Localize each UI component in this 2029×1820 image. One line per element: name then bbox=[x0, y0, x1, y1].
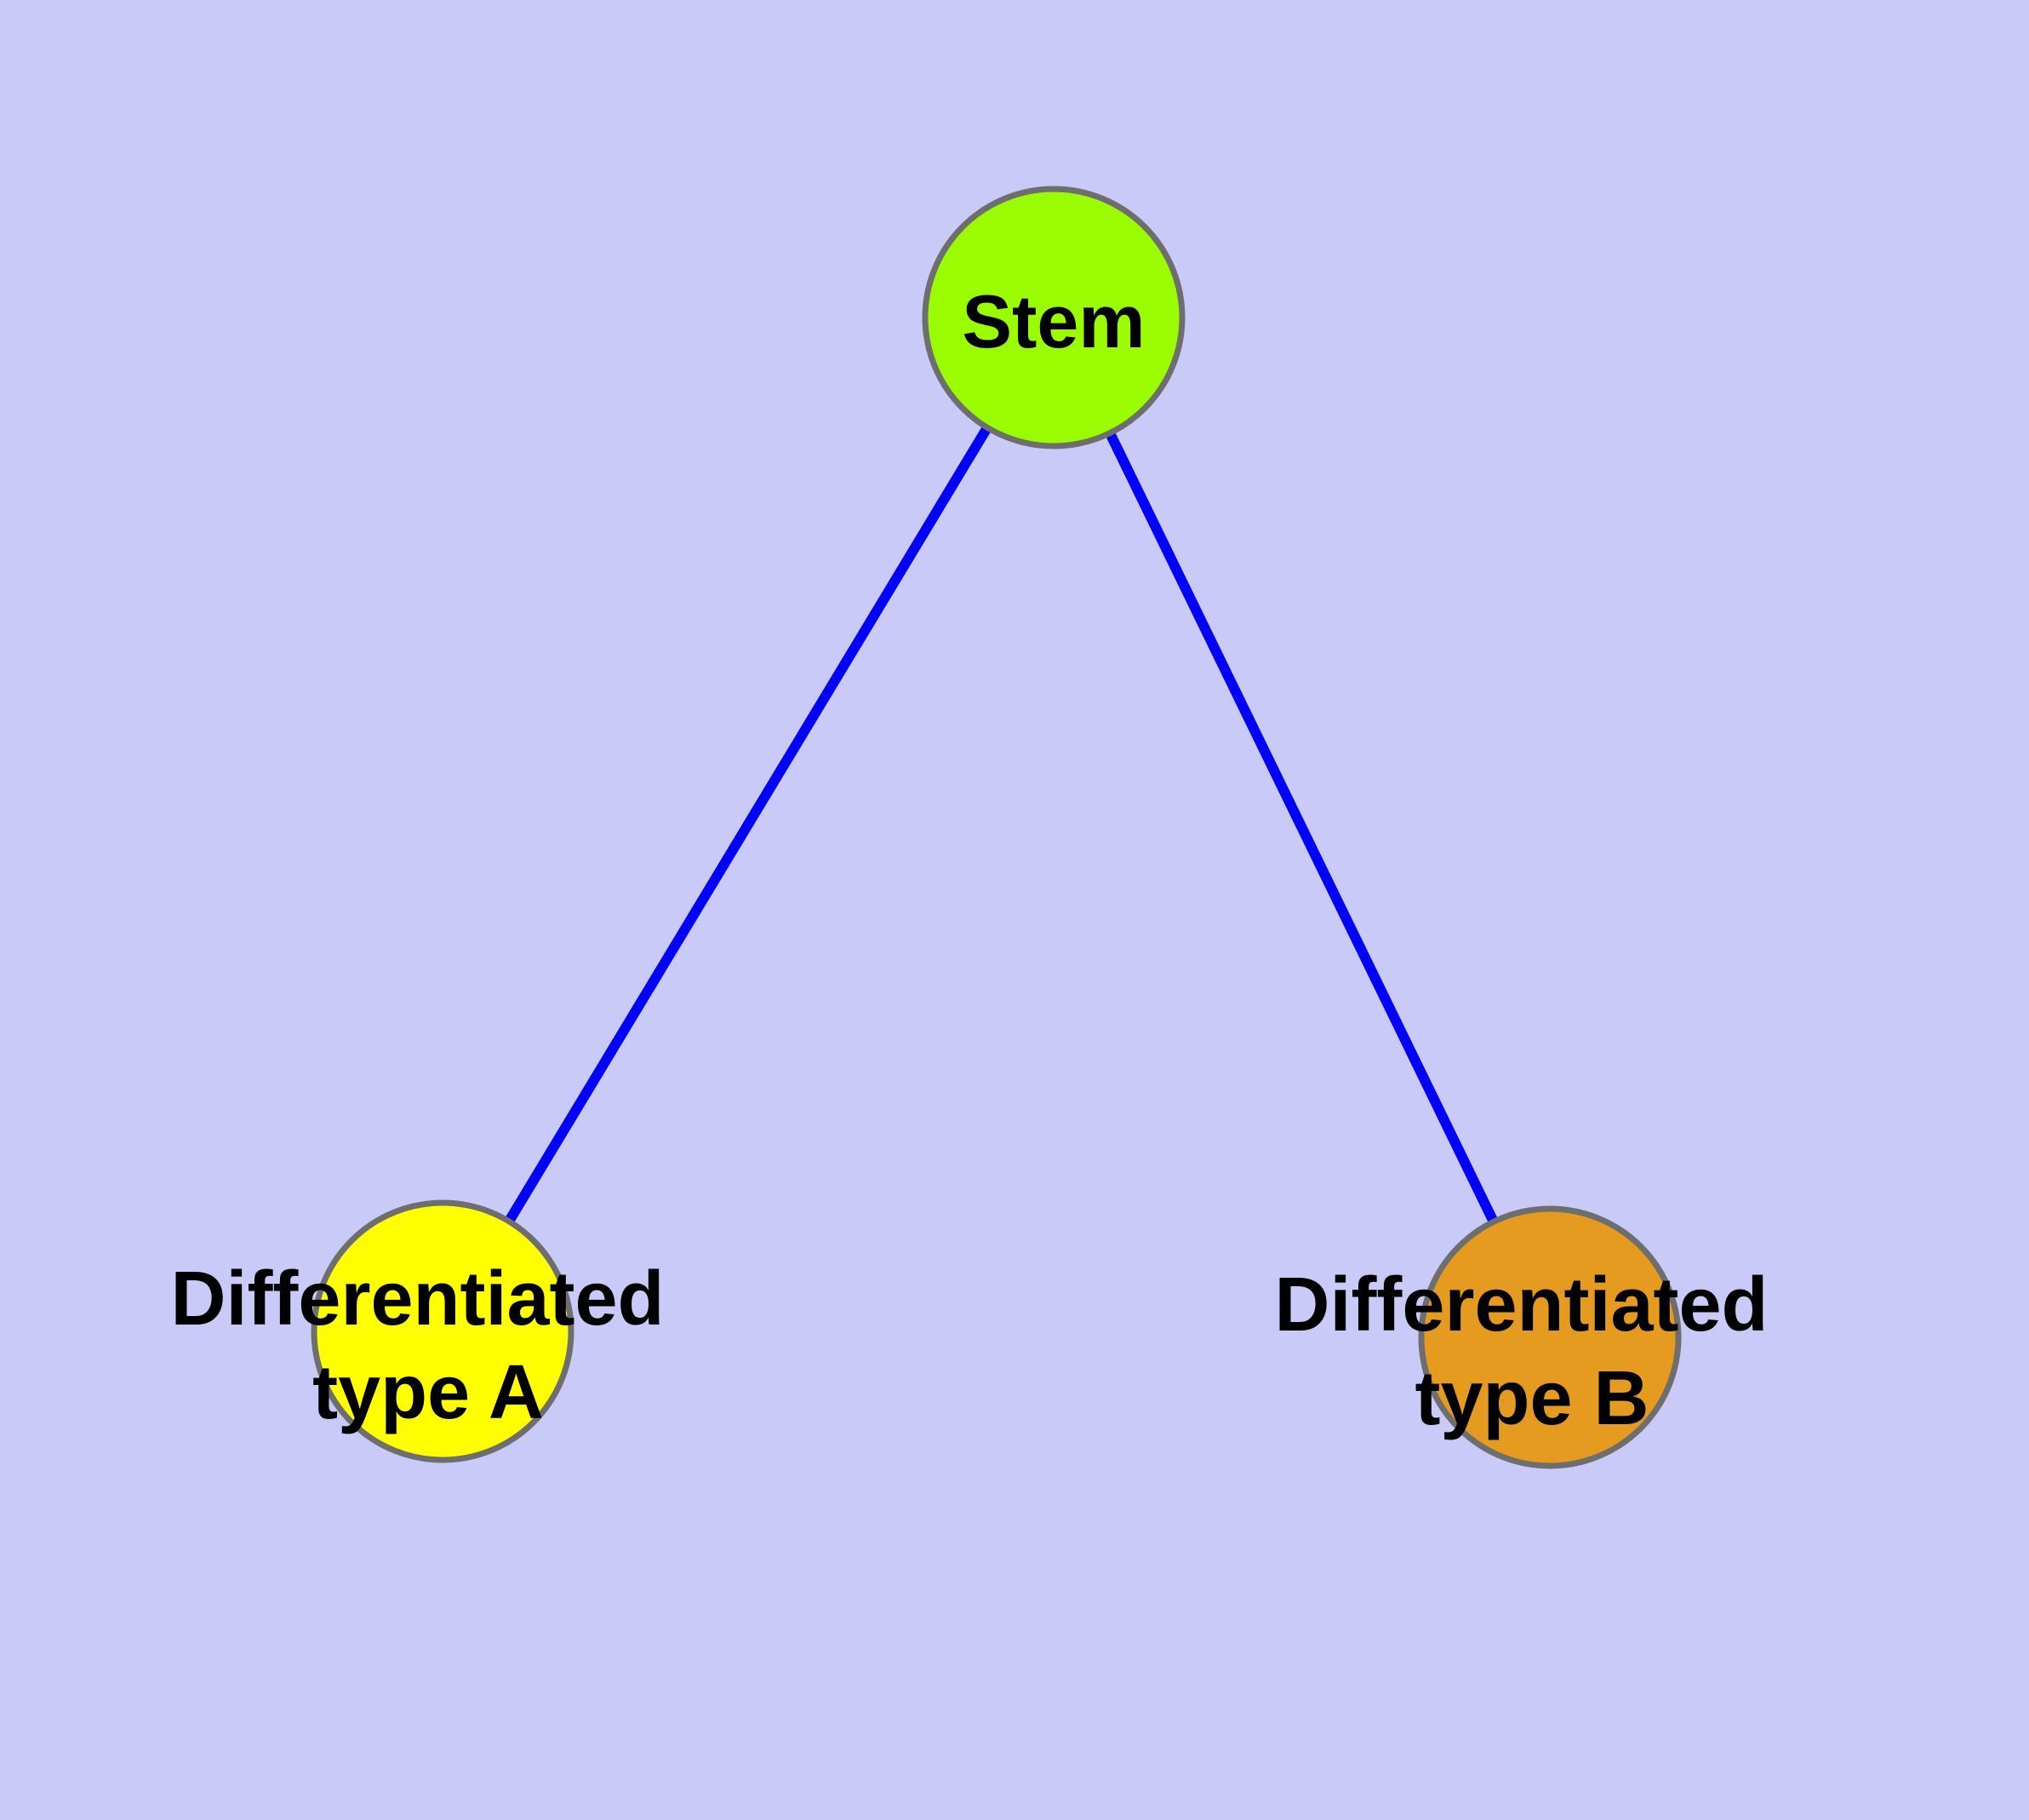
node-type-b-label: Differentiated type B bbox=[1274, 1262, 1789, 1441]
node-type-b-label-line1: Differentiated bbox=[1274, 1262, 1768, 1348]
node-type-a-circle bbox=[311, 1199, 574, 1463]
node-type-a-label-line2: type A bbox=[312, 1350, 544, 1435]
node-type-a-label-line1: Differentiated bbox=[170, 1256, 664, 1342]
edge-stem-to-type-b bbox=[1049, 315, 1555, 1340]
edge-stem-to-type-a bbox=[437, 314, 1059, 1335]
node-stem-label: Stem bbox=[962, 279, 1145, 363]
node-type-a-label: Differentiated type A bbox=[170, 1256, 685, 1435]
node-type-b-circle bbox=[1418, 1205, 1682, 1469]
node-type-b-label-line2: type B bbox=[1415, 1356, 1649, 1441]
node-stem-circle bbox=[922, 186, 1186, 449]
